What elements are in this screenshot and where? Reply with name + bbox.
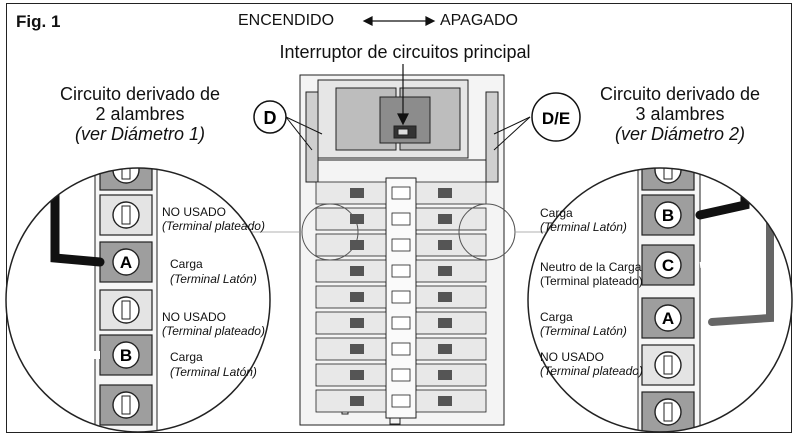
right-title-line3: (ver Diámetro 2) [614, 124, 746, 144]
terminal-b: B [641, 194, 695, 236]
breaker-handle [350, 318, 364, 328]
breaker-handle [438, 240, 452, 250]
terminal-unused [641, 344, 695, 386]
bus-stab [391, 186, 411, 200]
main-breaker-label: Interruptor de circuitos principal [279, 42, 531, 62]
right-title-line1: Circuito derivado de [599, 84, 761, 104]
svg-text:C: C [662, 256, 674, 275]
left-title-line1: Circuito derivado de [59, 84, 221, 104]
terminal-a: A [99, 241, 153, 283]
right-load1: Carga [540, 206, 573, 220]
figure-frame [6, 3, 792, 433]
breaker-handle [438, 214, 452, 224]
callout-de-label: D/E [542, 109, 570, 128]
left-load1-sub: (Terminal Latón) [170, 272, 257, 286]
detail-circle-right [527, 167, 793, 433]
breaker-handle [350, 344, 364, 354]
breaker-handle [438, 370, 452, 380]
terminal-unused [99, 289, 153, 331]
callout-d-circle [253, 100, 287, 134]
bus-stab [391, 394, 411, 408]
bus-stab [391, 290, 411, 304]
bus-stab [391, 212, 411, 226]
breaker-handle [350, 266, 364, 276]
detail-2-wire: AB [6, 168, 270, 432]
breaker-handle [350, 214, 364, 224]
left-unused1: NO USADO [162, 205, 227, 219]
svg-text:B: B [662, 206, 674, 225]
callout-d-leaders [285, 116, 323, 151]
svg-text:B: B [120, 346, 132, 365]
on-off-arrow [362, 16, 436, 26]
right-load2: Carga [540, 310, 573, 324]
terminal-c: C [641, 244, 695, 286]
detail-circle-left [5, 167, 271, 433]
left-unused1-sub: (Terminal plateado) [162, 219, 265, 233]
left-title-line2: 2 alambres [95, 104, 185, 124]
breaker-handle [350, 396, 364, 406]
bus-stab [391, 342, 411, 356]
terminal-unused [641, 391, 695, 432]
callout-de-circle [531, 92, 581, 142]
right-load1-sub: (Terminal Latón) [540, 220, 627, 234]
bus-stab [391, 316, 411, 330]
right-load2-sub: (Terminal Latón) [540, 324, 627, 338]
terminal-a: A [641, 297, 695, 339]
on-label: ENCENDIDO [238, 12, 335, 29]
breaker-handle [438, 292, 452, 302]
bus-stab [391, 264, 411, 278]
breaker-handle [350, 188, 364, 198]
left-title-line3: (ver Diámetro 1) [74, 124, 206, 144]
terminal-b: B [99, 334, 153, 376]
right-neutral-sub: (Terminal plateado) [540, 274, 643, 288]
breaker-handle [438, 266, 452, 276]
breaker-handle [350, 292, 364, 302]
terminal-unused [99, 194, 153, 236]
left-load2-sub: (Terminal Latón) [170, 365, 257, 379]
off-label: APAGADO [440, 12, 518, 29]
left-unused2: NO USADO [162, 310, 227, 324]
svg-text:A: A [662, 309, 674, 328]
left-load1: Carga [170, 257, 203, 271]
left-load2: Carga [170, 350, 203, 364]
right-unused-sub: (Terminal plateado) [540, 364, 643, 378]
main-breaker-pointer [397, 64, 409, 126]
breaker-handle [350, 370, 364, 380]
terminal-unused [99, 168, 153, 191]
breaker-handle [438, 188, 452, 198]
breaker-handle [438, 396, 452, 406]
bus-stab [391, 368, 411, 382]
callout-de-leaders [493, 116, 531, 151]
terminal-unused [99, 384, 153, 426]
branch-breakers [315, 181, 487, 413]
right-title-line2: 3 alambres [635, 104, 725, 124]
right-neutral: Neutro de la Carga [540, 260, 642, 274]
figure-label: Fig. 1 [16, 12, 61, 31]
right-unused: NO USADO [540, 350, 605, 364]
callout-d-label: D [264, 108, 277, 128]
svg-text:A: A [120, 253, 132, 272]
breaker-handle [350, 240, 364, 250]
breaker-handle [438, 318, 452, 328]
detail-3-wire: B C A [528, 168, 792, 432]
breaker-handle [438, 344, 452, 354]
left-unused2-sub: (Terminal plateado) [162, 324, 265, 338]
bus-stab [391, 238, 411, 252]
